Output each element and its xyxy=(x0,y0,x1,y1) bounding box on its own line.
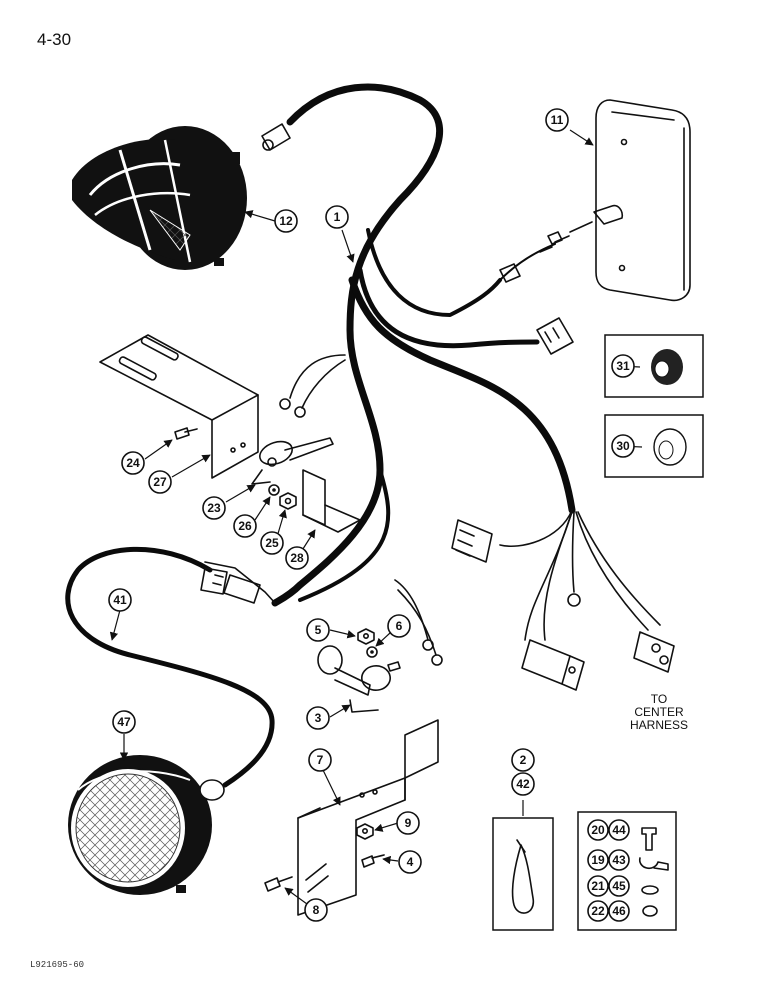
svg-text:41: 41 xyxy=(113,593,127,607)
callout-4: 4 xyxy=(398,850,422,874)
to-center-harness-note: TO CENTER HARNESS xyxy=(629,692,688,732)
callout-47: 47 xyxy=(112,710,136,734)
svg-text:44: 44 xyxy=(612,823,626,837)
svg-text:31: 31 xyxy=(616,359,630,373)
svg-text:25: 25 xyxy=(265,536,279,550)
ring-terminals-upper xyxy=(279,354,346,418)
callout-1: 1 xyxy=(325,205,349,229)
lamp-harness-41 xyxy=(65,546,276,788)
callout-43: 43 xyxy=(608,849,630,871)
work-lamp-bottom xyxy=(68,755,225,895)
bolt-8 xyxy=(264,876,293,892)
washer-26 xyxy=(268,484,280,496)
switch-23 xyxy=(251,437,334,485)
svg-text:26: 26 xyxy=(238,519,252,533)
svg-text:28: 28 xyxy=(290,551,304,565)
callout-27: 27 xyxy=(148,470,172,494)
svg-text:20: 20 xyxy=(591,823,605,837)
svg-text:23: 23 xyxy=(207,501,221,515)
svg-text:2: 2 xyxy=(520,753,527,767)
svg-text:47: 47 xyxy=(117,715,131,729)
callout-6: 6 xyxy=(387,614,411,638)
svg-text:3: 3 xyxy=(315,711,322,725)
callout-24: 24 xyxy=(121,451,145,475)
svg-text:45: 45 xyxy=(612,879,626,893)
harness-end-connector xyxy=(261,123,291,151)
svg-text:46: 46 xyxy=(612,904,626,918)
svg-text:19: 19 xyxy=(591,853,605,867)
callout-5: 5 xyxy=(306,618,330,642)
main-harness xyxy=(271,83,576,607)
svg-text:7: 7 xyxy=(317,753,324,767)
work-lamp-top xyxy=(72,126,247,270)
ring-terminals-lower xyxy=(394,579,443,666)
nut-5 xyxy=(357,628,375,645)
svg-text:27: 27 xyxy=(153,475,167,489)
callout-12: 12 xyxy=(274,209,298,233)
svg-text:12: 12 xyxy=(279,214,293,228)
footer-code: L921695-60 xyxy=(30,960,85,970)
svg-text:8: 8 xyxy=(313,903,320,917)
callout-21: 21 xyxy=(587,875,609,897)
callout-8: 8 xyxy=(304,898,328,922)
nut-9 xyxy=(356,823,374,840)
callout-19: 19 xyxy=(587,849,609,871)
connector-right xyxy=(633,631,675,673)
center-harness-wires xyxy=(499,509,661,641)
svg-text:9: 9 xyxy=(405,816,412,830)
callout-7: 7 xyxy=(308,748,332,772)
svg-text:4: 4 xyxy=(407,855,414,869)
strap-box xyxy=(492,817,554,931)
svg-text:11: 11 xyxy=(551,113,564,127)
callout-26: 26 xyxy=(233,514,257,538)
bolt-4 xyxy=(361,854,385,868)
callout-45: 45 xyxy=(608,875,630,897)
svg-text:22: 22 xyxy=(591,904,605,918)
washer-6 xyxy=(366,646,378,658)
switch-3 xyxy=(317,645,401,713)
svg-text:6: 6 xyxy=(396,619,403,633)
callout-28: 28 xyxy=(285,546,309,570)
nut-25 xyxy=(279,492,297,510)
callout-3: 3 xyxy=(306,706,330,730)
callout-22: 22 xyxy=(587,900,609,922)
bolt-24 xyxy=(174,427,198,440)
svg-text:43: 43 xyxy=(612,853,626,867)
callout-23: 23 xyxy=(202,496,226,520)
svg-text:5: 5 xyxy=(315,623,322,637)
callout-42: 42 xyxy=(511,772,535,796)
svg-text:1: 1 xyxy=(334,210,341,224)
svg-text:21: 21 xyxy=(591,879,605,893)
page-number: 4-30 xyxy=(37,30,72,49)
switch-plate xyxy=(499,99,691,302)
callout-2: 2 xyxy=(511,748,535,772)
grommet-box-30 xyxy=(604,414,704,478)
callout-44: 44 xyxy=(608,819,630,841)
callout-46: 46 xyxy=(608,900,630,922)
bracket-28 xyxy=(302,469,361,533)
callout-20: 20 xyxy=(587,819,609,841)
harness-plug-connector xyxy=(536,317,574,355)
connector-middle xyxy=(521,639,585,691)
callout-11: 11 xyxy=(545,108,569,132)
connector-left xyxy=(451,519,493,563)
callout-30: 30 xyxy=(611,434,635,458)
bracket-27 xyxy=(99,334,259,479)
callout-9: 9 xyxy=(396,811,420,835)
svg-text:24: 24 xyxy=(126,456,140,470)
callout-41: 41 xyxy=(108,588,132,612)
callout-31: 31 xyxy=(611,354,635,378)
svg-text:42: 42 xyxy=(516,777,530,791)
callout-25: 25 xyxy=(260,531,284,555)
svg-text:30: 30 xyxy=(616,439,630,453)
bracket-7 xyxy=(297,719,439,916)
